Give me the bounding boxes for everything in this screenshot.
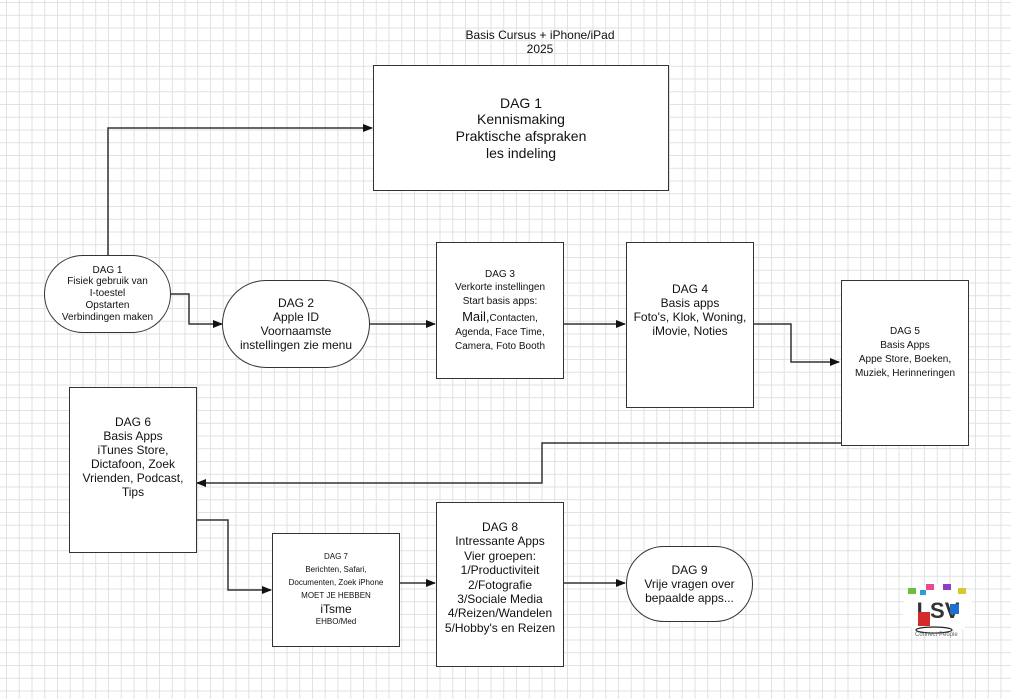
dag6-line: Dictafoon, Zoek — [90, 457, 176, 471]
dag8-line: 4/Reizen/Wandelen — [447, 606, 553, 621]
logo-figure-red — [918, 612, 930, 626]
dag3-mail: Mail, — [462, 309, 490, 325]
dag8-box[interactable]: DAG 8 Intressante Apps Vier groepen: 1/P… — [436, 502, 564, 667]
connector-dag6-to-dag7 — [196, 519, 272, 594]
logo-figure-darkblue — [950, 604, 959, 614]
logo-figure-pink — [926, 584, 934, 590]
diagram-title: Basis Cursus + iPhone/iPad 2025 — [430, 28, 650, 56]
dag5-box[interactable]: DAG 5 Basis Apps Appe Store, Boeken, Muz… — [841, 280, 969, 446]
dag2-line: instellingen zie menu — [239, 338, 353, 353]
dag9-line: Vrije vragen over — [644, 576, 735, 591]
dag6-box[interactable]: DAG 6 Basis Apps iTunes Store, Dictafoon… — [69, 387, 197, 553]
logo-figure-green — [908, 588, 916, 594]
dag4-box[interactable]: DAG 4 Basis apps Foto's, Klok, Woning, i… — [626, 242, 754, 408]
dag8-line: Intressante Apps — [455, 534, 545, 549]
dag4-line: Foto's, Klok, Woning, — [633, 310, 747, 324]
dag7-line: EHBO/Med — [315, 616, 357, 626]
dag7-itsme: iTsme — [320, 601, 352, 616]
logo-figure-yellow — [958, 588, 966, 594]
dag6-line: Vrienden, Podcast, — [82, 471, 184, 486]
dag4-line: Basis apps — [660, 295, 720, 310]
dag2-pill[interactable]: DAG 2 Apple ID Voornaamste instellingen … — [222, 280, 370, 368]
dag1-pill-line: Fisiek gebruik van — [67, 276, 148, 288]
dag3-line: Agenda, Face Time, — [455, 327, 545, 339]
dag3-mail-line: Mail,Contacten, — [462, 308, 538, 326]
logo-figure-blue — [920, 590, 926, 595]
lsv-logo: LSV — [902, 584, 974, 636]
connector-dag5-to-dag6 — [196, 442, 876, 487]
dag1-pill[interactable]: DAG 1 Fisiek gebruik van I-toestel Opsta… — [44, 255, 171, 333]
title-line-2: 2025 — [526, 42, 554, 56]
dag5-line: Basis Apps — [880, 340, 930, 351]
dag1-pill-line: Opstarten — [85, 299, 130, 311]
connector-dag1pill-to-dag2 — [170, 293, 223, 328]
dag1-pill-line: I-toestel — [89, 288, 126, 300]
dag2-line: Apple ID — [272, 309, 320, 324]
dag3-line: Contacten, — [489, 313, 538, 325]
dag2-line: DAG 2 — [277, 295, 314, 310]
dag8-line: Vier groepen: — [464, 548, 536, 563]
dag7-box[interactable]: DAG 7 Berichten, Safari, Documenten, Zoe… — [272, 533, 400, 647]
dag3-line: Start basis apps: — [462, 295, 538, 307]
dag6-line: DAG 6 — [114, 414, 151, 429]
dag7-line: MOET JE HEBBEN — [301, 590, 371, 600]
dag8-line: DAG 8 — [481, 519, 518, 534]
dag3-line: DAG 3 — [484, 268, 515, 280]
dag1-pill-line: Verbindingen maken — [61, 311, 154, 323]
connector-dag1pill-to-dag1box — [107, 124, 373, 255]
dag8-line: 5/Hobby's en Reizen — [444, 620, 556, 635]
dag8-line: 3/Sociale Media — [457, 591, 543, 606]
dag5-line: Muziek, Herinneringen — [854, 368, 956, 379]
connector-dag4-to-dag5 — [753, 323, 840, 366]
dag7-line: DAG 7 — [323, 552, 348, 562]
dag5-line: Appe Store, Boeken, — [858, 354, 952, 365]
dag6-line: Tips — [121, 485, 145, 500]
dag1-box-line: les indeling — [485, 144, 557, 161]
dag6-line: Basis Apps — [103, 428, 163, 443]
dag1-box[interactable]: DAG 1 Kennismaking Praktische afspraken … — [373, 65, 669, 191]
dag3-box[interactable]: DAG 3 Verkorte instellingen Start basis … — [436, 242, 564, 379]
dag3-line: Verkorte instellingen — [454, 282, 546, 294]
dag9-line: bepaalde apps... — [645, 591, 734, 606]
logo-caption: Connect People — [915, 632, 958, 638]
dag8-line: 2/Fotografie — [467, 577, 533, 592]
dag4-line: iMovie, Noties — [652, 324, 728, 339]
dag2-line: Voornaamste — [260, 324, 332, 338]
dag9-line: DAG 9 — [671, 562, 708, 577]
logo-figure-purple — [943, 584, 951, 590]
dag4-line: DAG 4 — [671, 281, 708, 296]
dag8-line: 1/Productiviteit — [460, 563, 540, 578]
dag9-pill[interactable]: DAG 9 Vrije vragen over bepaalde apps... — [626, 546, 753, 622]
dag5-line: DAG 5 — [889, 326, 920, 337]
dag1-box-line: Kennismaking — [477, 111, 565, 128]
dag3-line: Camera, Foto Booth — [454, 340, 546, 352]
dag7-line: Berichten, Safari, — [305, 565, 367, 575]
title-line-1: Basis Cursus + iPhone/iPad — [465, 28, 615, 42]
dag1-pill-line: DAG 1 — [92, 264, 123, 276]
dag1-box-line: Praktische afspraken — [455, 128, 587, 144]
dag1-box-line: DAG 1 — [499, 94, 542, 111]
dag7-line: Documenten, Zoek iPhone — [288, 578, 384, 587]
dag6-line: iTunes Store, — [97, 442, 169, 457]
